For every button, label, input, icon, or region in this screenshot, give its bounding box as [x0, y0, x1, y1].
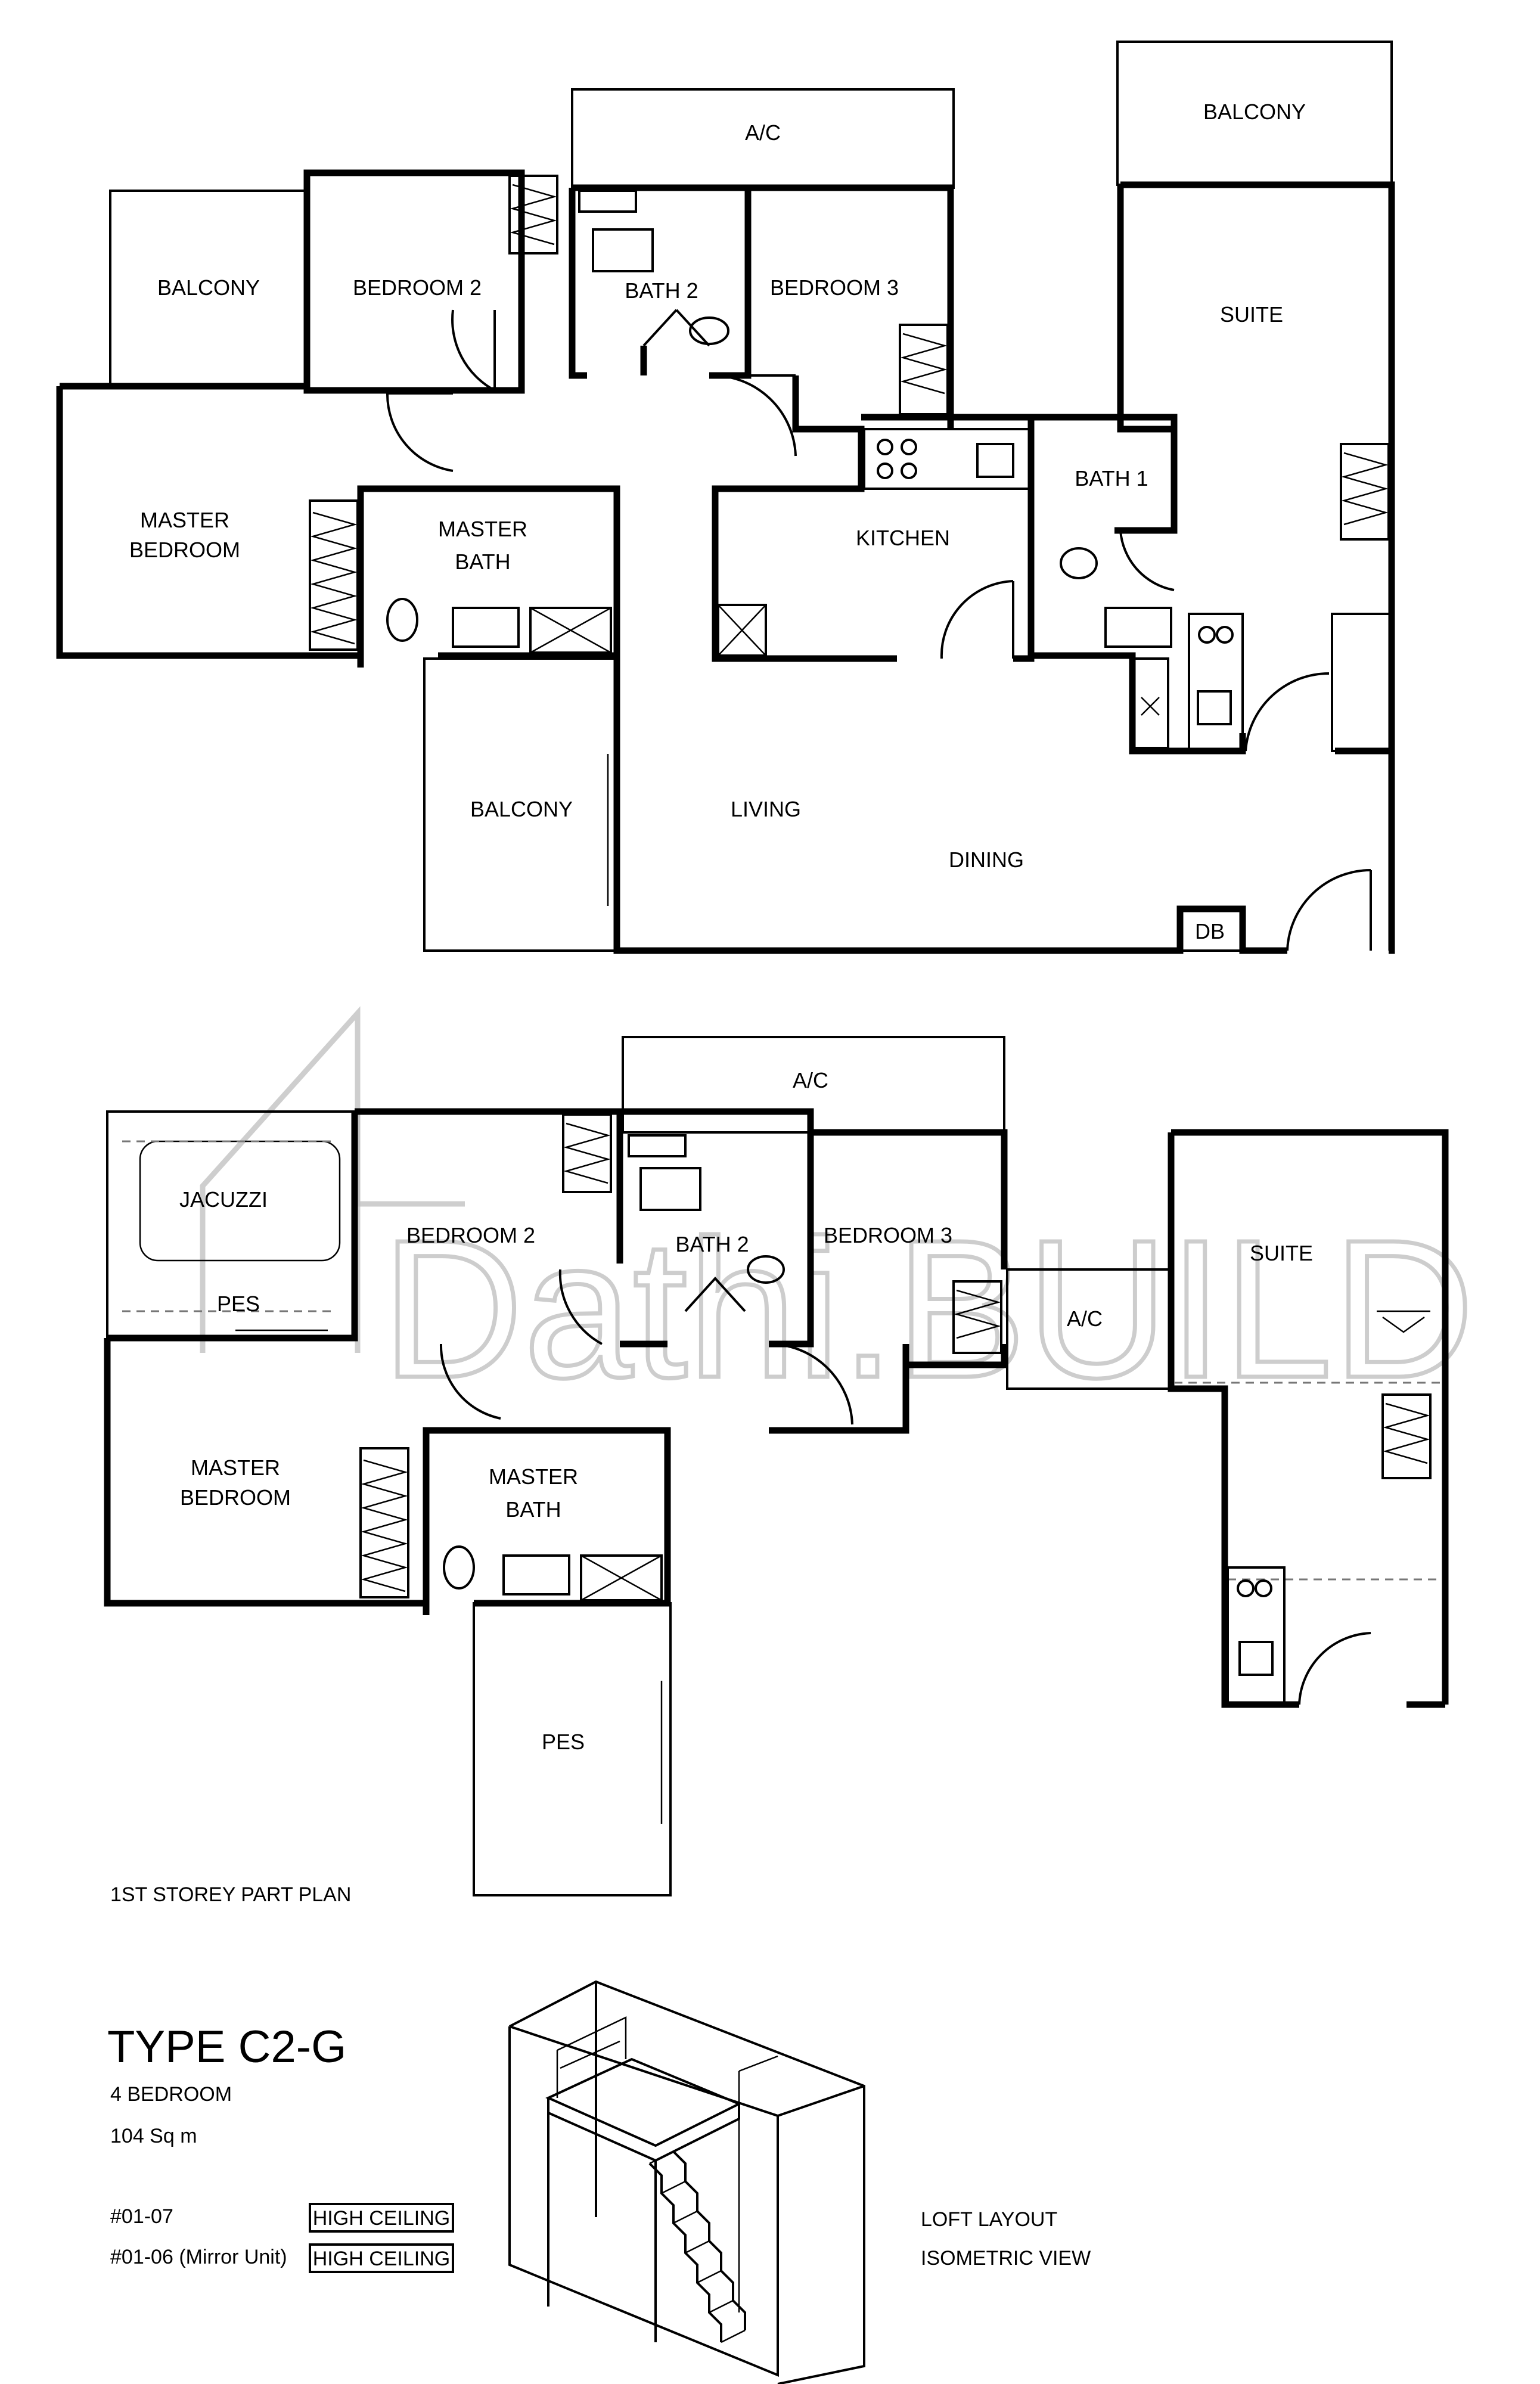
upper-fixtures — [215, 175, 1393, 952]
upper-balcony-right-label: BALCONY — [1203, 100, 1306, 124]
lower-bedroom3-label: BEDROOM 3 — [824, 1223, 952, 1247]
lower-master-bath-label-1: MASTER — [489, 1464, 578, 1489]
lower-plan-caption: 1ST STOREY PART PLAN — [110, 1883, 351, 1906]
lower-room-labels: A/C JACUZZI PES BEDROOM 2 BATH 2 BEDROOM… — [179, 1068, 1313, 1754]
upper-bedroom3-label: BEDROOM 3 — [770, 275, 899, 300]
lower-ac-mid-label: A/C — [1067, 1306, 1103, 1331]
high-ceiling-badge-1 — [309, 2203, 454, 2233]
unit-number-2: #01-06 (Mirror Unit) — [110, 2246, 287, 2268]
upper-master-bath-label-1: MASTER — [438, 517, 527, 541]
loft-isometric-view: LOFT LAYOUT ISOMETRIC VIEW — [508, 1980, 1091, 2384]
upper-ac-label: A/C — [745, 120, 781, 145]
unit-type-title: TYPE C2-G — [107, 2022, 346, 2072]
lower-master-bedroom-label-2: BEDROOM — [180, 1485, 291, 1510]
watermark: Dathi.BUILD — [200, 1006, 1477, 1421]
lower-pes-left-label: PES — [217, 1292, 260, 1316]
upper-db-label: DB — [1195, 919, 1225, 943]
upper-ledges — [58, 41, 1393, 952]
lower-floor-plan: A/C JACUZZI PES BEDROOM 2 BATH 2 BEDROOM… — [104, 1036, 1449, 1906]
high-ceiling-badge-2-label: HIGH CEILING — [313, 2248, 450, 2270]
high-ceiling-badge-2 — [309, 2243, 454, 2273]
lower-pes-bottom-label: PES — [542, 1730, 585, 1754]
upper-bath2-label: BATH 2 — [625, 278, 698, 303]
upper-kitchen-label: KITCHEN — [856, 526, 950, 550]
lower-bath2-label: BATH 2 — [675, 1232, 749, 1256]
upper-bedroom2-label: BEDROOM 2 — [353, 275, 482, 300]
lower-ac-top-label: A/C — [793, 1068, 828, 1092]
lower-ledges — [106, 1036, 1442, 1896]
isometric-caption-line2: ISOMETRIC VIEW — [921, 2247, 1091, 2270]
upper-doors — [386, 309, 1372, 951]
lower-bedroom2-label: BEDROOM 2 — [406, 1223, 535, 1247]
unit-info: TYPE C2-G 4 BEDROOM 104 Sq m #01-07 HIGH… — [107, 2022, 454, 2273]
unit-area: 104 Sq m — [110, 2125, 197, 2147]
lower-master-bath-label-2: BATH — [505, 1497, 561, 1522]
lower-doors — [439, 1269, 1430, 1705]
lower-jacuzzi-label: JACUZZI — [179, 1187, 268, 1212]
upper-master-bedroom-label-1: MASTER — [140, 508, 229, 532]
upper-room-labels: A/C BALCONY BALCONY BEDROOM 2 BATH 2 BED… — [129, 100, 1306, 943]
upper-living-label: LIVING — [731, 797, 801, 821]
lower-fixtures — [235, 1113, 1432, 1824]
upper-balcony-left-label: BALCONY — [157, 275, 260, 300]
upper-bath1-label: BATH 1 — [1075, 466, 1148, 491]
lower-suite-label: SUITE — [1250, 1241, 1313, 1265]
isometric-caption-line1: LOFT LAYOUT — [921, 2208, 1057, 2231]
upper-master-bedroom-label-2: BEDROOM — [129, 538, 240, 562]
unit-number-1: #01-07 — [110, 2205, 173, 2228]
upper-floor-plan: A/C BALCONY BALCONY BEDROOM 2 BATH 2 BED… — [56, 41, 1395, 954]
high-ceiling-badge-1-label: HIGH CEILING — [313, 2207, 450, 2230]
upper-master-bath-label-2: BATH — [455, 550, 510, 574]
upper-suite-label: SUITE — [1220, 302, 1283, 327]
upper-dining-label: DINING — [949, 848, 1024, 872]
upper-balcony-center-label: BALCONY — [470, 797, 573, 821]
unit-bedrooms: 4 BEDROOM — [110, 2083, 232, 2106]
lower-master-bedroom-label-1: MASTER — [191, 1455, 280, 1480]
